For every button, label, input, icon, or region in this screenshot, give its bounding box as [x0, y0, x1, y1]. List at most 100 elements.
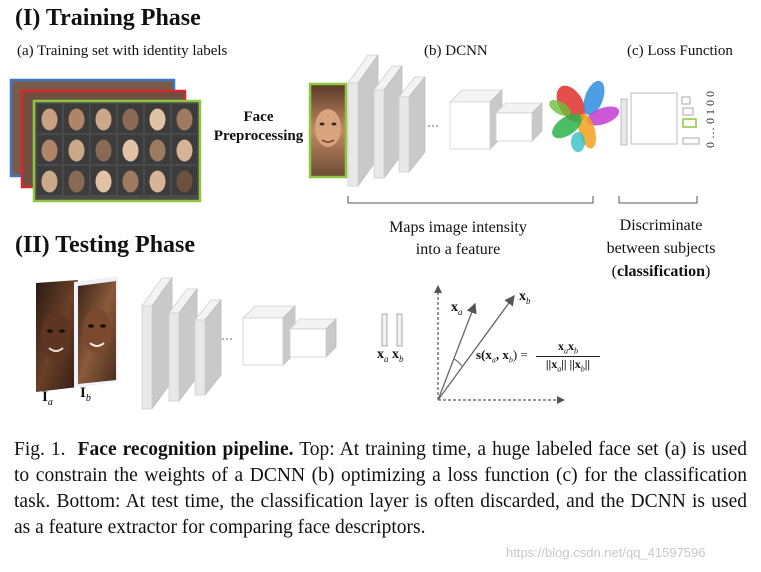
- testing-dcnn: [141, 276, 337, 411]
- face-thumbnail-face: [122, 139, 139, 162]
- loss-function-label: (c) Loss Function: [627, 43, 733, 59]
- face-thumbnail-face: [95, 170, 112, 193]
- feature-a-symbol: x: [377, 347, 384, 362]
- face-thumbnail-face: [68, 139, 85, 162]
- caption-body: Top: At training time, a huge labeled fa…: [14, 439, 748, 538]
- watermark: https://blog.csdn.net/qq_41597596: [506, 545, 706, 560]
- test-face-a: [36, 280, 78, 392]
- feature-a-subscript: a: [384, 353, 389, 364]
- face-thumbnail-face: [149, 108, 166, 131]
- face-thumbnail-face: [41, 108, 58, 131]
- image-b-label: Ib: [80, 385, 91, 404]
- maps-line2: into a feature: [415, 241, 501, 258]
- dcnn-brace: [347, 196, 594, 204]
- vector-a-arrow: [437, 302, 477, 401]
- formula-denominator: ||xa|| ||xb||: [536, 357, 600, 373]
- training-set-label: (a) Training set with identity labels: [17, 43, 228, 59]
- face-thumbnail-face: [176, 170, 193, 193]
- fc-layer: [449, 89, 503, 150]
- formula-num-x2: x: [568, 339, 574, 353]
- formula-lhs-sub-b: b: [508, 355, 513, 365]
- vector-a-label: xa: [451, 300, 463, 317]
- paren-open: (: [611, 263, 617, 280]
- vector-b-arrow: [437, 294, 515, 401]
- face-thumbnail-face: [68, 170, 85, 193]
- conv-layer: [194, 298, 222, 397]
- vector-a-symbol: x: [451, 300, 458, 315]
- image-a-subscript: a: [47, 397, 53, 408]
- feature-vector-a: [381, 313, 388, 347]
- discriminate-line1: Discriminate: [619, 217, 703, 234]
- image-b-subscript: b: [85, 393, 91, 404]
- similarity-formula: s(xa, xb) =: [476, 347, 528, 365]
- vector-a-subscript: a: [458, 306, 463, 317]
- maps-feature-label: Maps image intensity into a feature: [358, 217, 558, 261]
- dcnn-label: (b) DCNN: [424, 43, 488, 59]
- formula-num-sub-a: a: [564, 346, 568, 356]
- formula-num-sub-b: b: [574, 346, 578, 356]
- face-thumbnail-face: [176, 139, 193, 162]
- training-phase-title: (I) Training Phase: [15, 5, 201, 31]
- caption-title: Face recognition pipeline.: [77, 439, 294, 460]
- ellipsis-dots: [428, 125, 438, 127]
- conv-layer: [168, 287, 198, 403]
- formula-den-sub-a: a: [557, 364, 562, 374]
- face-thumbnail-face: [176, 108, 193, 131]
- feature-b-symbol: x: [392, 347, 399, 362]
- fc-layer: [289, 318, 337, 358]
- formula-lhs: s(x: [476, 347, 492, 362]
- formula-den-mid: || ||x: [561, 357, 581, 372]
- figure-caption: Fig. 1. Face recognition pipeline. Top: …: [14, 437, 747, 541]
- classification-word: classification: [617, 263, 705, 280]
- face-thumbnail-face: [41, 139, 58, 162]
- feature-vector-b: [396, 313, 403, 347]
- loss-output-vector: 0 … 0 1 0 0: [703, 91, 717, 148]
- face-thumbnail-face: [68, 108, 85, 131]
- image-b-symbol: I: [80, 385, 86, 401]
- formula-den-start: ||x: [545, 357, 558, 372]
- face-thumbnail-face: [122, 170, 139, 193]
- image-a-label: Ia: [42, 389, 53, 408]
- loss-layers: [620, 92, 700, 146]
- fc-layer: [242, 305, 296, 366]
- formula-lhs-mid: , x: [495, 347, 509, 362]
- formula-den-end: ||: [584, 357, 591, 372]
- caption-prefix: Fig. 1.: [14, 439, 66, 460]
- conv-layer: [141, 276, 173, 411]
- vector-b-label: xb: [519, 289, 531, 306]
- classification-line: (classification): [596, 260, 726, 283]
- face-preprocessing-label: Face Preprocessing: [205, 108, 312, 146]
- feature-labels: xa xb: [377, 347, 404, 364]
- image-a-symbol: I: [42, 389, 48, 405]
- discriminate-label: Discriminate between subjects (classific…: [596, 214, 726, 283]
- loss-highlight: [682, 118, 697, 128]
- formula-fraction: xaxb ||xa|| ||xb||: [536, 339, 600, 374]
- fc-layer: [495, 102, 543, 142]
- conv-layer: [347, 53, 379, 188]
- feature-cluster-blob: [549, 80, 620, 152]
- conv-layer: [398, 75, 426, 174]
- face-thumbnail-face: [41, 170, 58, 193]
- similarity-plot: [434, 285, 565, 404]
- test-face-b: [74, 276, 118, 388]
- face-thumbnail-face: [95, 108, 112, 131]
- face-thumbnail-face: [122, 108, 139, 131]
- face-thumbnail-face: [95, 139, 112, 162]
- maps-line1: Maps image intensity: [389, 219, 527, 236]
- conv-layer: [373, 64, 403, 180]
- formula-lhs-end: ) =: [512, 347, 528, 362]
- face-preprocessing-line2: Preprocessing: [213, 128, 304, 144]
- face-grid: [37, 104, 197, 195]
- face-thumbnail-face: [149, 170, 166, 193]
- feature-b-subscript: b: [399, 353, 404, 364]
- face-preprocessing-line1: Face: [243, 109, 274, 125]
- ellipsis-dots: [222, 338, 232, 340]
- training-set-stack: [9, 78, 202, 203]
- vector-b-subscript: b: [526, 295, 531, 306]
- angle-arc: [453, 358, 463, 367]
- training-dcnn: [347, 53, 543, 188]
- vector-b-symbol: x: [519, 289, 526, 304]
- preprocessed-face: [308, 82, 348, 179]
- discriminate-line2: between subjects: [606, 240, 716, 257]
